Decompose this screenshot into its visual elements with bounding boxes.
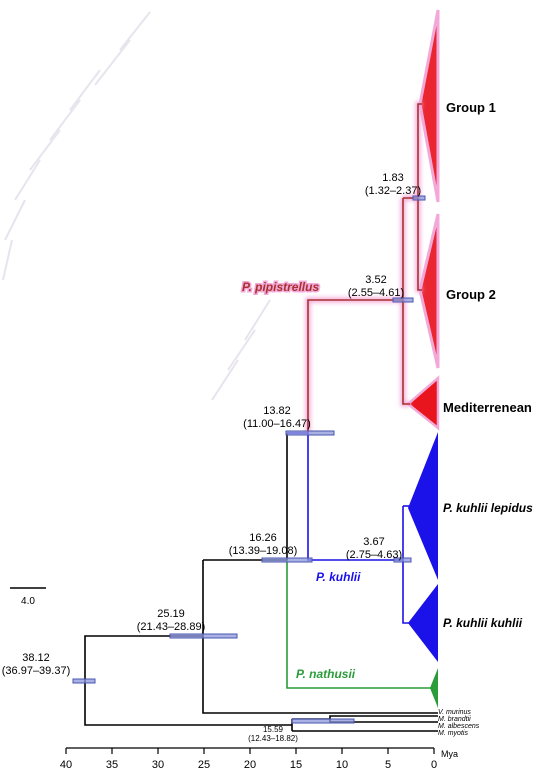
node-age: 15.59 [263, 725, 284, 734]
species-labels: P. pipistrellus P. kuhlii P. nathusii [241, 279, 362, 682]
axis-tick: 0 [431, 759, 437, 771]
axis-tick: 5 [385, 759, 391, 771]
clade-label-mediterranean: Mediterrenean [443, 400, 532, 415]
pipistrellus-branches [307, 103, 422, 433]
hpd-bars [72, 195, 426, 724]
axis-tick: 30 [152, 759, 164, 771]
lepidus-triangle [408, 432, 438, 580]
outgroup-labels: V. murinus M. brandtii M. albescens M. m… [438, 709, 480, 737]
node-age: 38.12 [22, 652, 50, 664]
node-labels: 38.12 (36.97–39.37) 25.19 (21.43–28.89) … [2, 172, 421, 743]
clade-triangles [406, 9, 440, 708]
axis-tick: 20 [244, 759, 256, 771]
nathusii-branches [286, 560, 432, 689]
outgroup-label: M. brandtii [438, 716, 471, 723]
kuhlii-kuhlii-triangle [408, 584, 438, 662]
node-hpd: (13.39–19.08) [229, 545, 298, 557]
clade-label-group1: Group 1 [446, 100, 496, 115]
kuhlii-branches [287, 432, 410, 624]
clade-label-lepidus: P. kuhlii lepidus [443, 501, 533, 515]
node-hpd: (21.43–28.89) [137, 621, 206, 633]
node-age: 16.26 [249, 532, 277, 544]
backbone-branches [84, 433, 438, 732]
group2-triangle [418, 213, 440, 369]
outgroup-label: M. myotis [438, 730, 468, 737]
node-age: 3.67 [363, 536, 384, 548]
scale-bar: 4.0 [10, 587, 46, 607]
axis-unit: Mya [441, 749, 458, 759]
species-label-kuhlii: P. kuhlii [316, 570, 361, 584]
node-age: 3.52 [365, 274, 386, 286]
axis-tick: 10 [336, 759, 348, 771]
group1-triangle [418, 9, 440, 203]
clade-label-group2: Group 2 [446, 287, 496, 302]
node-hpd: (1.32–2.37) [365, 185, 421, 197]
node-age: 13.82 [263, 405, 291, 417]
species-label-pipistrellus: P. pipistrellus [242, 280, 319, 294]
scale-bar-label: 4.0 [21, 596, 35, 607]
clade-label-kuhlii: P. kuhlii kuhlii [443, 616, 523, 630]
node-hpd: (36.97–39.37) [2, 665, 71, 677]
axis-tick: 35 [106, 759, 118, 771]
clade-labels: Group 1 Group 2 Mediterrenean P. kuhlii … [443, 100, 533, 630]
mediterranean-triangle [406, 375, 440, 431]
node-hpd: (11.00–16.47) [243, 418, 311, 430]
axis-tick: 15 [290, 759, 302, 771]
nathusii-triangle [430, 668, 438, 708]
outgroup-label: M. albescens [438, 723, 480, 730]
node-hpd: (12.43–18.82) [248, 734, 298, 743]
time-axis: 40 35 30 25 20 15 10 5 0 Mya [60, 747, 458, 771]
axis-tick: 40 [60, 759, 72, 771]
background-shadow-stripes [2, 11, 271, 401]
node-age: 25.19 [157, 608, 185, 620]
node-hpd: (2.55–4.61) [348, 287, 404, 299]
node-age: 1.83 [382, 172, 403, 184]
outgroup-label: V. murinus [438, 709, 471, 716]
species-label-nathusii: P. nathusii [296, 667, 356, 681]
pipistrellus-branches-glow [305, 101, 422, 433]
node-hpd: (2.75–4.63) [346, 549, 402, 561]
axis-tick: 25 [198, 759, 210, 771]
